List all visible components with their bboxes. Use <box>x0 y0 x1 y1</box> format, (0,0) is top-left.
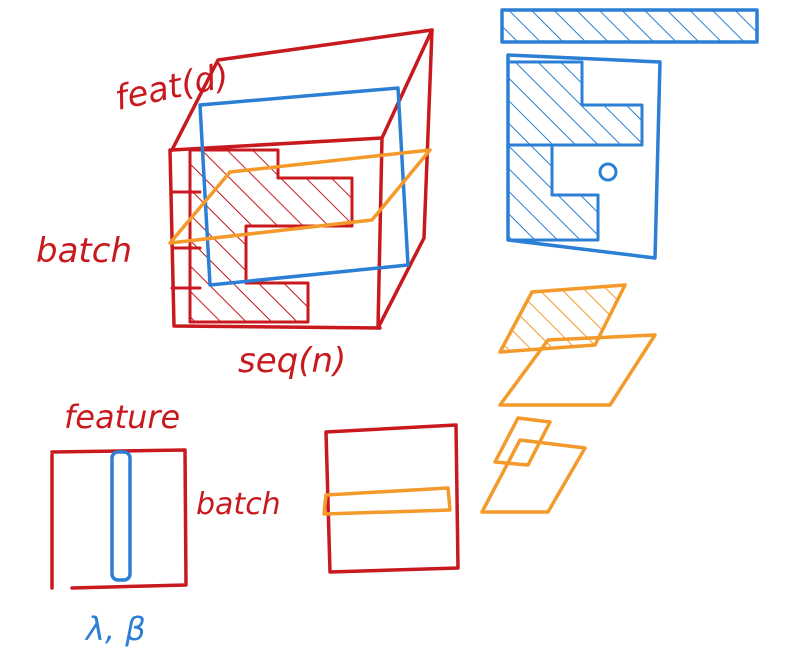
orange-empty-slice <box>498 333 657 407</box>
orange-lower-slice <box>480 438 587 514</box>
feature-batch-box <box>50 448 188 590</box>
cube-orange-slice <box>168 148 432 245</box>
orange-hatched-slice <box>498 283 627 354</box>
red-box-middle <box>324 423 460 574</box>
label-feat-d: feat(d) <box>112 56 233 119</box>
blue-small-circle <box>598 162 618 182</box>
cube-top-face <box>170 28 434 152</box>
cube-right-face <box>376 28 434 330</box>
label-feature: feature <box>64 398 180 436</box>
cube-blue-slab <box>198 86 410 287</box>
label-lambda-beta: λ, β <box>84 610 146 648</box>
red-box <box>50 448 188 590</box>
orange-row <box>322 486 452 516</box>
cube-hatched-region <box>188 148 354 324</box>
blue-hatched-bar <box>500 8 759 44</box>
label-seq-n: seq(n) <box>238 341 346 381</box>
label-batch-top: batch <box>36 231 132 271</box>
blue-hatched-staircase <box>506 60 644 242</box>
batch-row-box <box>322 423 460 574</box>
tensor-cube <box>168 28 434 330</box>
orange-small-square <box>493 416 552 467</box>
blue-feature-column <box>110 450 132 582</box>
label-batch-bottom: batch <box>196 487 281 522</box>
blue-layer-diagram <box>500 8 759 260</box>
orange-slices-diagram <box>480 283 657 514</box>
